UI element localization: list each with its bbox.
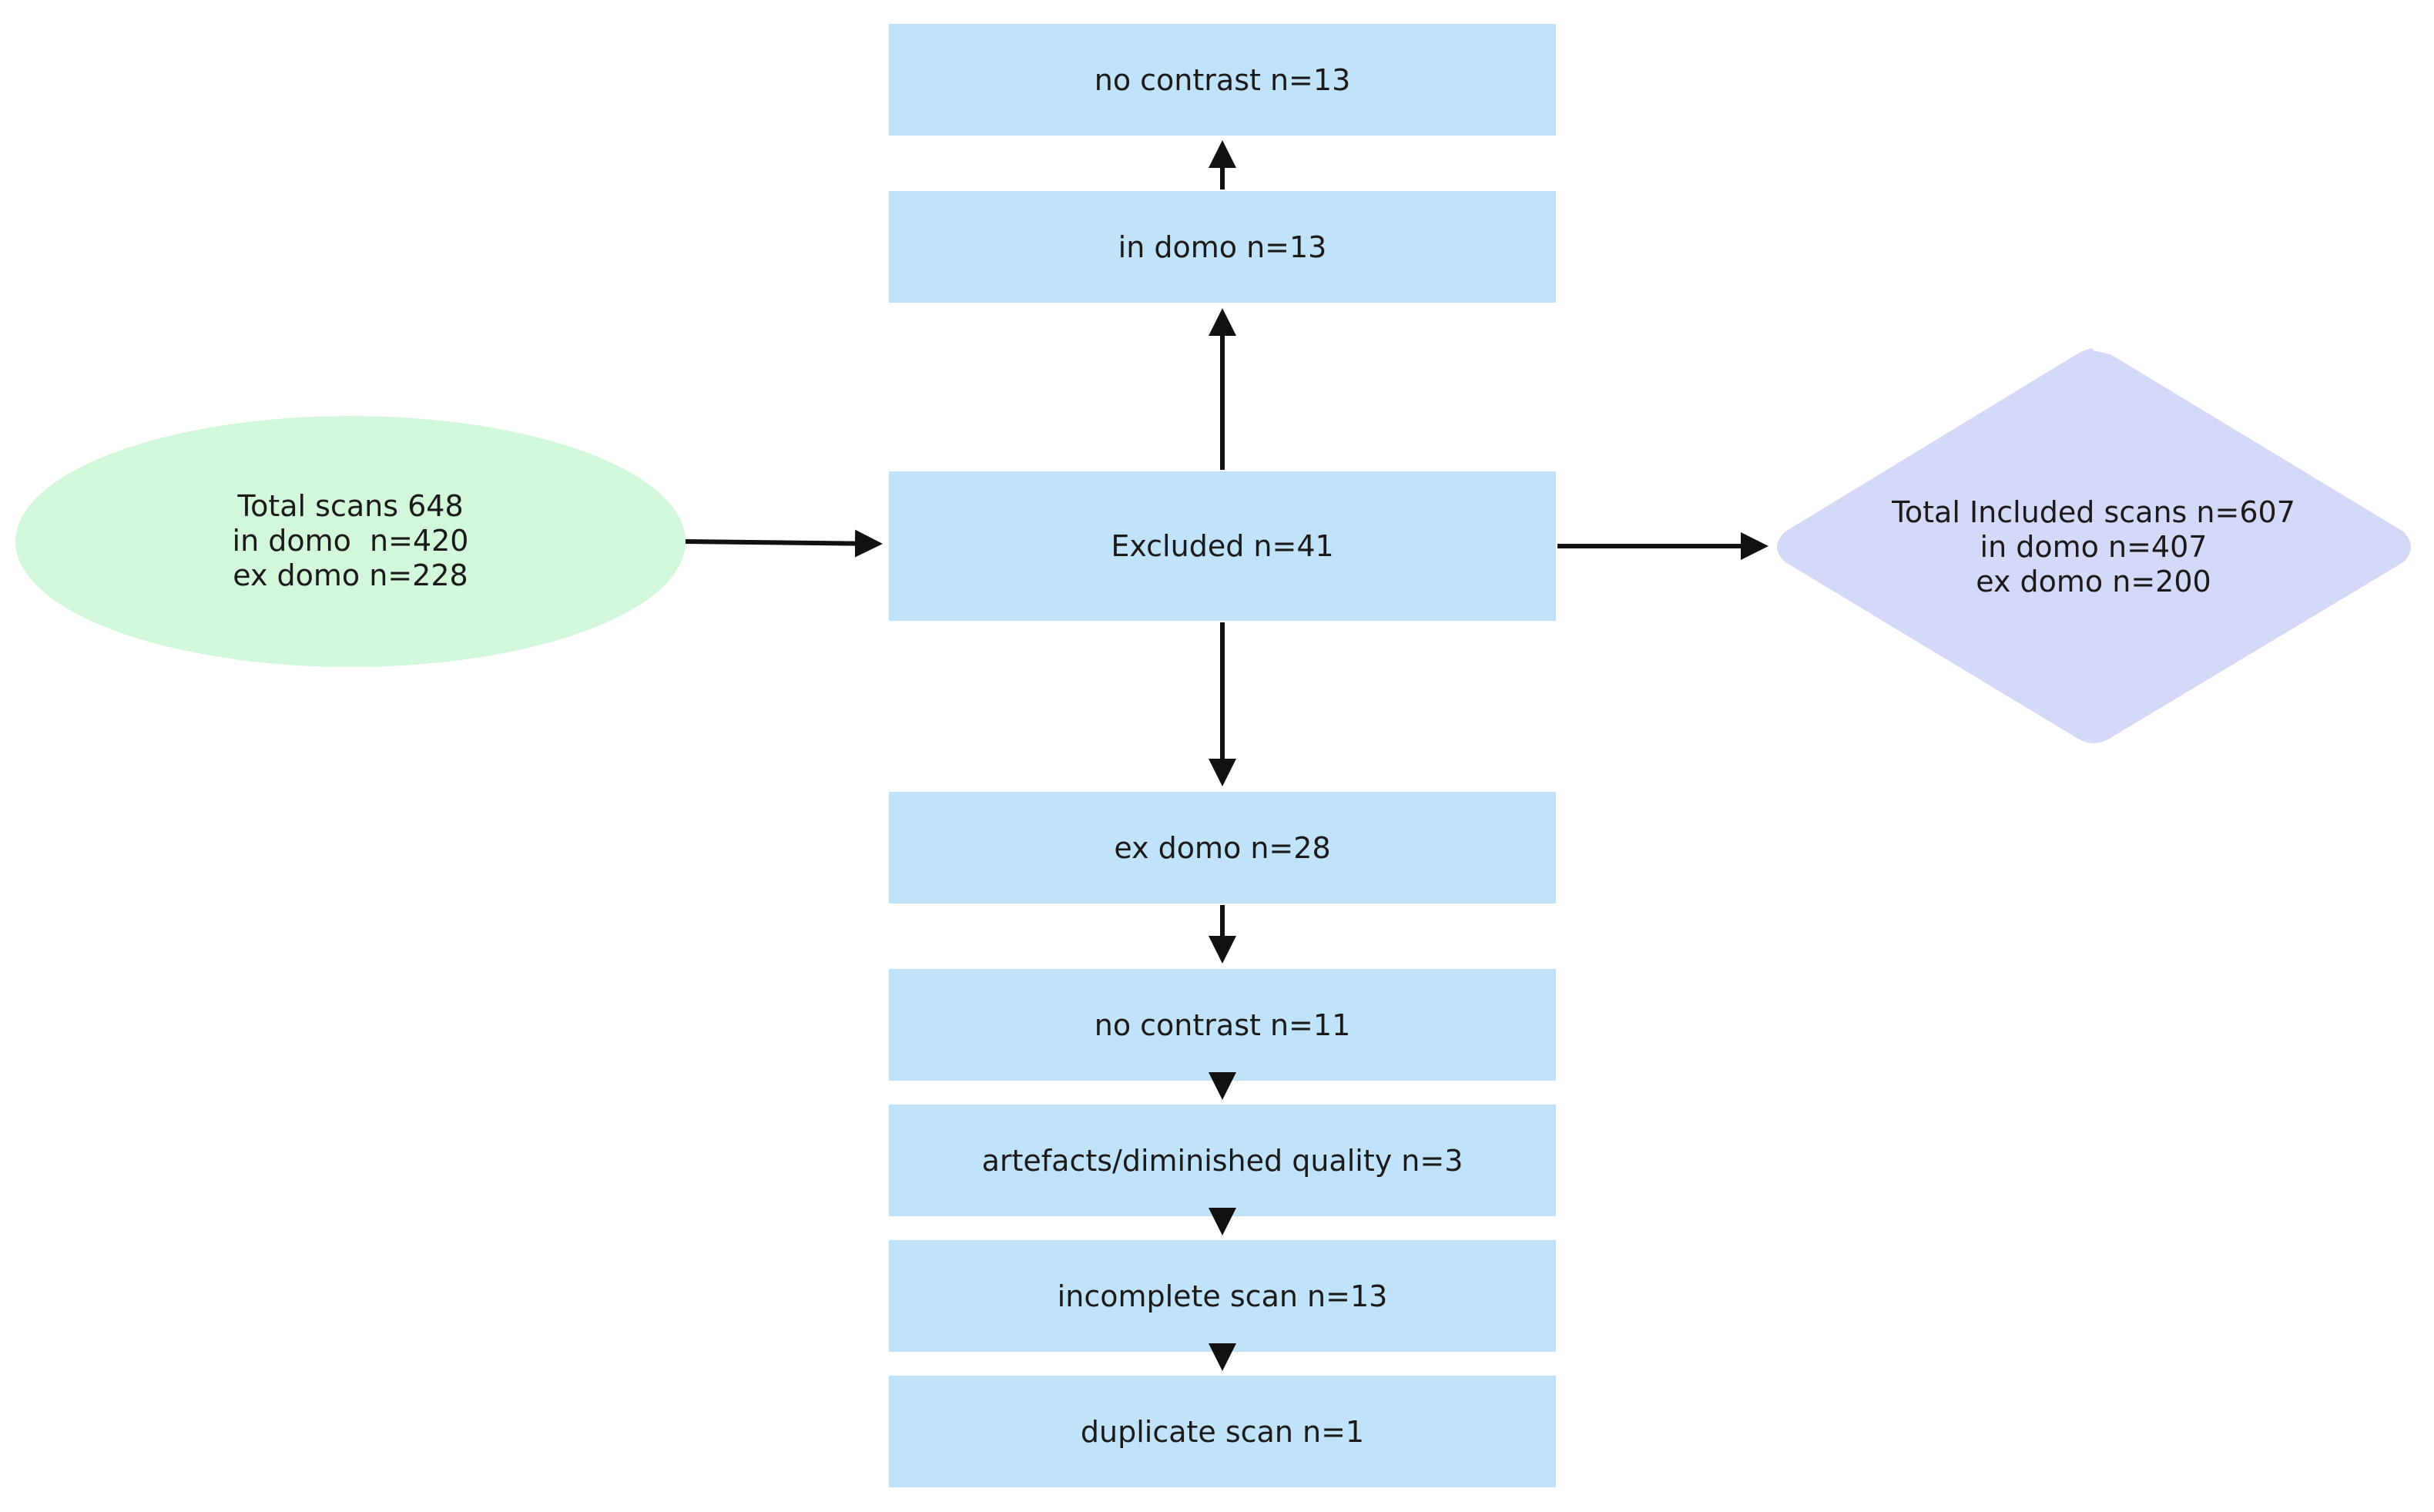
box-duplicate-scan: duplicate scan n=1 [889, 1376, 1556, 1487]
included-line-2: in domo n=407 [1980, 530, 2208, 564]
box-no-contrast-bottom: no contrast n=11 [889, 969, 1556, 1081]
box-label: no contrast n=11 [1095, 1008, 1351, 1042]
box-no-contrast-top: no contrast n=13 [889, 24, 1556, 136]
included-line-3: ex domo n=200 [1976, 565, 2211, 598]
included-node: Total Included scans n=607 in domo n=407… [1777, 348, 2411, 744]
box-label: ex domo n=28 [1114, 831, 1330, 865]
box-label: duplicate scan n=1 [1081, 1415, 1364, 1449]
box-in-domo: in domo n=13 [889, 191, 1556, 303]
start-line-2: in domo n=420 [233, 524, 469, 558]
box-incomplete-scan: incomplete scan n=13 [889, 1240, 1556, 1352]
box-ex-domo: ex domo n=28 [889, 792, 1556, 904]
box-label: no contrast n=13 [1095, 63, 1351, 97]
start-line-3: ex domo n=228 [233, 558, 468, 592]
box-excluded: Excluded n=41 [889, 471, 1556, 621]
box-label: in domo n=13 [1118, 230, 1327, 264]
box-label: artefacts/diminished quality n=3 [982, 1144, 1463, 1178]
included-line-1: Total Included scans n=607 [1891, 495, 2295, 529]
arrow-start-to-excluded [685, 529, 883, 558]
box-label: incomplete scan n=13 [1058, 1279, 1388, 1313]
start-node: Total scans 648 in domo n=420 ex domo n=… [15, 416, 686, 667]
box-artefacts: artefacts/diminished quality n=3 [889, 1105, 1556, 1216]
start-line-1: Total scans 648 [236, 489, 463, 523]
box-label: Excluded n=41 [1111, 529, 1333, 563]
